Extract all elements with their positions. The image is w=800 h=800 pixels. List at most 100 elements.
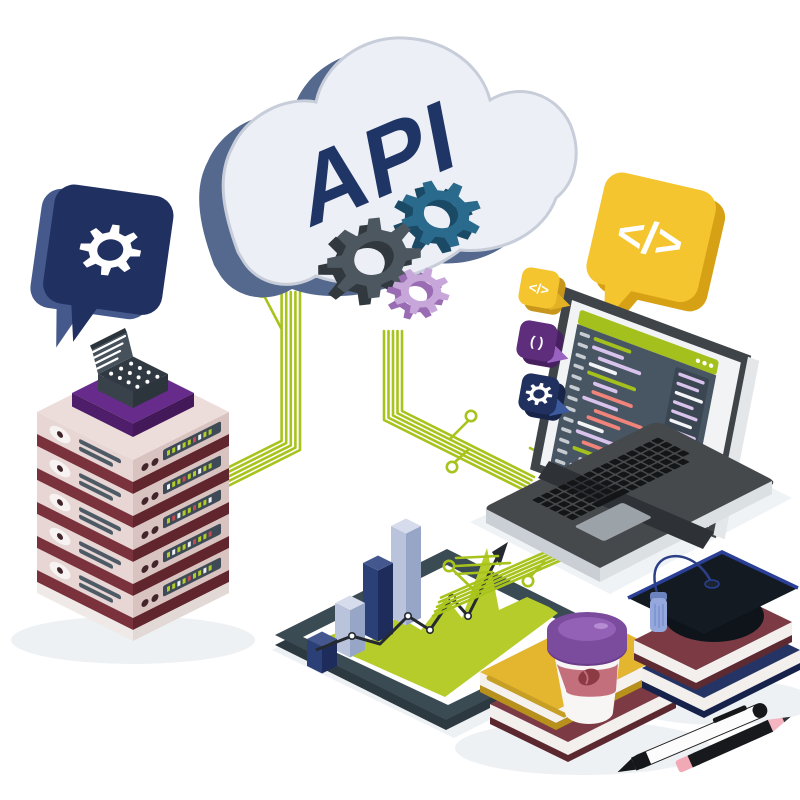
led-light xyxy=(208,428,212,436)
server-base xyxy=(133,582,229,641)
key xyxy=(600,471,613,478)
terminal-screen-edge xyxy=(90,328,127,350)
server-unit-right-details xyxy=(141,489,221,539)
chart-bar xyxy=(363,555,393,642)
vent-dot xyxy=(151,560,159,568)
server-unit xyxy=(37,480,229,562)
terminal-device xyxy=(98,374,133,408)
led-light xyxy=(203,567,207,574)
book-yellow-cover-edge xyxy=(480,667,668,730)
key xyxy=(558,484,571,491)
led-light xyxy=(167,551,170,559)
key xyxy=(592,484,605,491)
trackpad xyxy=(575,503,651,541)
key xyxy=(617,480,630,487)
led-light xyxy=(208,564,212,572)
badge-face xyxy=(518,373,560,415)
code-line xyxy=(575,429,620,448)
key xyxy=(566,513,579,520)
sidebar-line xyxy=(674,390,703,404)
server-base xyxy=(37,582,133,641)
key xyxy=(634,463,647,470)
bubble-face xyxy=(43,184,174,315)
code-icon-badge: </> xyxy=(518,267,571,315)
bar-left-face xyxy=(391,526,406,626)
pencil-body xyxy=(692,719,774,766)
circuit-line xyxy=(391,329,531,485)
key xyxy=(651,471,664,478)
key xyxy=(634,471,647,478)
key xyxy=(600,488,613,495)
tassel-strands xyxy=(654,604,664,628)
circuit-line xyxy=(448,419,470,441)
server-unit-left-details xyxy=(49,459,121,501)
server-top-slab-side xyxy=(133,393,194,437)
terminal-text-line xyxy=(93,342,124,359)
book-yellow-spine xyxy=(486,675,567,718)
key xyxy=(541,492,554,499)
vent-slot xyxy=(79,446,113,467)
gutter-dash xyxy=(573,363,584,370)
vent-dot xyxy=(141,599,149,607)
sidebar-line xyxy=(669,418,692,430)
circuit-line xyxy=(453,448,470,464)
keypad-dot xyxy=(119,366,124,371)
led-light xyxy=(187,439,191,446)
led-light xyxy=(172,446,176,454)
server-unit-right-details xyxy=(141,421,221,471)
vent-dot xyxy=(151,594,159,602)
coffee-bean-slit xyxy=(583,670,589,685)
led-light xyxy=(187,473,191,480)
gutter-dash xyxy=(567,395,578,402)
keypad-dot xyxy=(145,379,150,384)
vent-slot xyxy=(79,548,113,569)
led-light xyxy=(198,535,202,543)
key xyxy=(642,475,656,482)
book-navy-cover-edge xyxy=(642,663,800,718)
key xyxy=(617,454,630,461)
drive-bay-dot xyxy=(57,431,63,438)
trend-node xyxy=(403,611,412,620)
server-unit xyxy=(37,514,229,596)
chart-bar xyxy=(335,595,365,658)
circuit-node xyxy=(442,559,456,573)
key xyxy=(659,458,673,465)
server-rack xyxy=(37,328,229,641)
bar-left-face xyxy=(363,563,378,642)
server-unit-band xyxy=(133,570,229,630)
key xyxy=(583,488,596,495)
circuit-line xyxy=(220,290,283,472)
led-light xyxy=(177,546,181,553)
key xyxy=(608,484,622,491)
key xyxy=(549,496,562,504)
led-light xyxy=(172,582,176,590)
vent-slot xyxy=(79,507,121,532)
circuit-node xyxy=(521,574,535,588)
bar-right-face xyxy=(406,526,421,626)
led-light xyxy=(193,436,196,444)
keypad-dot xyxy=(109,371,114,376)
circuit-line xyxy=(263,295,283,330)
bar-top-face xyxy=(391,518,421,534)
circuit-trace-cloud-to-server xyxy=(220,284,302,491)
led-light xyxy=(187,575,191,582)
bar-left-face xyxy=(335,603,350,658)
key xyxy=(676,458,690,466)
server-unit-band xyxy=(37,434,133,494)
key xyxy=(626,450,639,457)
key xyxy=(651,454,664,461)
circuit-line xyxy=(529,560,546,578)
gutter-dash xyxy=(565,405,576,413)
led-light xyxy=(208,496,212,504)
key xyxy=(668,463,681,470)
key xyxy=(609,467,622,474)
code-line xyxy=(593,408,643,430)
key xyxy=(609,458,622,465)
vent-dot xyxy=(141,497,149,505)
key xyxy=(634,480,647,487)
vent-dot xyxy=(151,526,159,534)
code-speech-bubble: </> xyxy=(586,172,726,331)
key xyxy=(541,501,554,508)
book-maroon-left-pages xyxy=(490,688,676,755)
